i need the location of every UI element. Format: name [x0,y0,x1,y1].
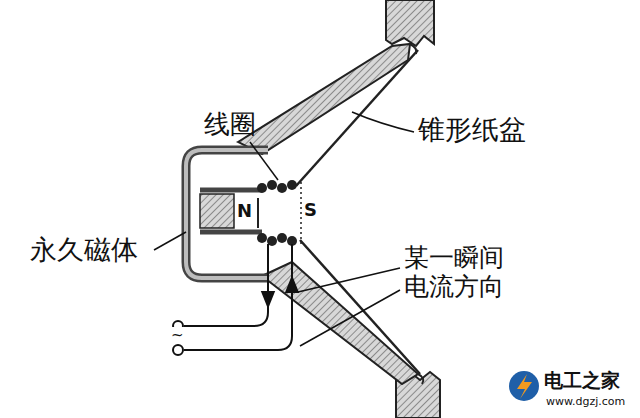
pole-plate [200,230,262,235]
part-label: 锥形纸盆 [418,114,526,145]
drawing-part [277,233,287,243]
cone-paper [300,240,420,374]
pole-label: S [304,200,317,221]
leader-line [298,268,400,292]
magnet-pot [186,150,268,278]
cone-surround [418,374,423,384]
note-label: 某一瞬间 电流方向 [404,244,512,302]
frame-rim [386,0,434,46]
drawing-part [257,183,267,193]
ac-symbol: ~ [171,327,184,344]
coil-former [257,198,259,228]
watermark-logo [509,371,539,401]
pole-plate [200,188,262,193]
watermark-text: 电工之家 [544,370,620,392]
drawing-part [267,180,277,190]
watermark-logo [517,374,532,399]
leader-line [154,232,186,250]
frame-band [238,44,410,154]
magnet-core [200,194,234,228]
lead-wire [184,244,268,326]
cone-paper [296,50,418,186]
watermark-url: www.dgzj.com [546,396,625,409]
gap-line [300,182,302,246]
current-arrow [291,284,293,306]
current-arrow [267,280,269,300]
frame-band [262,262,418,384]
voice-coil [257,180,297,246]
lead-wire [184,244,292,350]
drawing-part [277,183,287,193]
leader-line [352,112,414,132]
magnet-pot [186,150,268,278]
terminal [173,345,183,355]
part-label: 线圈 [204,110,256,140]
drawing-part [287,180,297,190]
part-label: 永久磁体 [30,234,138,265]
drawing-part [257,233,267,243]
leader-line [250,142,278,180]
pole-label: N [237,201,252,222]
leader-line [300,290,400,346]
cone-surround [410,44,416,54]
